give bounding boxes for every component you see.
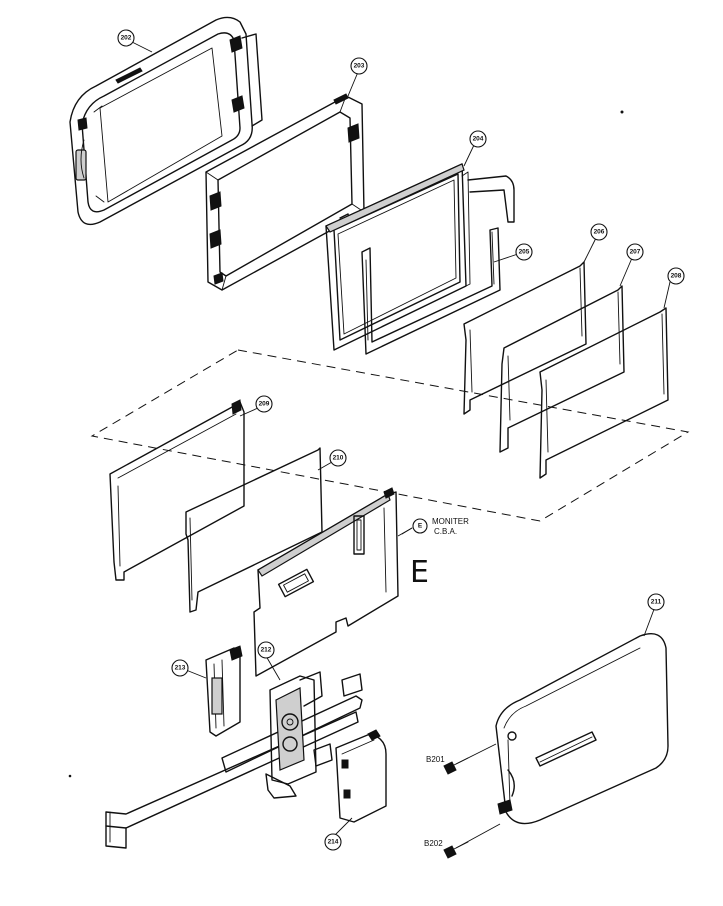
screw-label-b202: B202: [424, 839, 443, 848]
callout-210: 210: [329, 449, 347, 467]
callout-213-text: 213: [175, 665, 186, 672]
callout-213: 213: [171, 659, 189, 677]
hinge-block-part: [105, 671, 363, 849]
insulation-sheet-part: [185, 447, 323, 613]
connector-reference-e: E: [412, 518, 428, 534]
connector-label-line2: C.B.A.: [434, 527, 457, 536]
callout-209-text: 209: [259, 401, 270, 408]
callout-205-text: 205: [519, 249, 530, 256]
metal-chassis-frame-part: [205, 93, 365, 291]
callout-210-text: 210: [333, 455, 344, 462]
callout-207-text: 207: [630, 249, 641, 256]
callout-204-text: 204: [473, 136, 484, 143]
stray-dot: [620, 110, 624, 114]
callout-206-text: 206: [594, 229, 605, 236]
handwritten-mark: E: [410, 555, 429, 590]
light-guide-sheet-part: [361, 227, 501, 355]
monitor-circuit-board-part: [253, 487, 413, 677]
stray-dot: [68, 774, 72, 778]
screw-b202-part: [443, 823, 501, 859]
screw-label-b201: B201: [426, 755, 445, 764]
callout-204: 204: [469, 130, 487, 148]
bracket-213-part: [205, 645, 243, 737]
front-frame-part: [69, 16, 263, 226]
callout-211-text: 211: [651, 599, 662, 606]
screw-b201-part: [443, 743, 497, 775]
callout-202: 202: [117, 29, 135, 47]
callout-203-text: 203: [354, 63, 365, 70]
callout-208: 208: [667, 267, 685, 285]
sheet-207-part: [499, 285, 625, 453]
callout-202-text: 202: [121, 35, 132, 42]
callout-203: 203: [350, 57, 368, 75]
sheet-208-part: [539, 307, 669, 479]
sheet-206-part: [463, 261, 587, 415]
connector-label-line1: MONITER: [432, 517, 469, 526]
leader-lines: [131, 41, 671, 839]
callout-209: 209: [255, 395, 273, 413]
lcd-panel-part: [325, 163, 515, 351]
callout-212: 212: [257, 641, 275, 659]
connector-letter: E: [418, 523, 423, 530]
callout-212-text: 212: [261, 647, 272, 654]
subassembly-boundary: [90, 349, 690, 522]
rear-cover-part: [495, 633, 669, 825]
back-frame-part: [109, 399, 245, 581]
callout-214-text: 214: [328, 839, 339, 846]
callout-205: 205: [515, 243, 533, 261]
callout-208-text: 208: [671, 273, 682, 280]
callout-207: 207: [626, 243, 644, 261]
callout-211: 211: [647, 593, 665, 611]
hinge-cover-part: [335, 729, 387, 823]
callout-206: 206: [590, 223, 608, 241]
callout-214: 214: [324, 833, 342, 851]
